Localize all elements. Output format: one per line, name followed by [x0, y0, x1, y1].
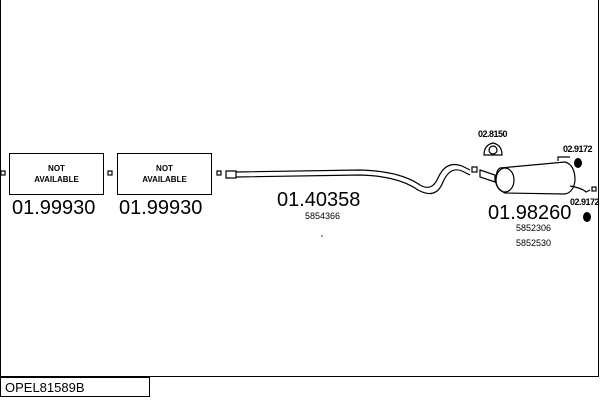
part-number-2[interactable]: 01.99930	[119, 197, 203, 219]
oem-ref: 5854366	[305, 211, 341, 221]
accessory-number[interactable]: 02.9172	[563, 144, 593, 154]
part-number-1[interactable]: 01.99930	[12, 197, 96, 219]
clamp-icon	[471, 166, 478, 173]
pipe-end-icon	[225, 170, 237, 179]
middle-pipe-lower	[235, 169, 471, 195]
rubber-ring-icon	[583, 212, 591, 222]
part-number-4[interactable]: 01.98260	[488, 202, 572, 224]
mount-rubber-icon	[483, 142, 503, 156]
tailpipe	[569, 185, 591, 193]
rubber-ring-icon	[574, 158, 582, 168]
muffler-end	[495, 167, 515, 193]
middle-pipe	[235, 163, 471, 188]
accessory-number[interactable]: 02.8150	[478, 129, 508, 139]
hanger-bracket	[557, 156, 570, 161]
accessory-number[interactable]: 02.9172	[570, 197, 600, 207]
diagram-frame	[0, 0, 599, 377]
connector-icon	[0, 170, 6, 176]
connector-icon	[107, 170, 113, 176]
rear-muffler	[495, 161, 576, 195]
rear-inlet	[479, 169, 496, 183]
oem-ref: 5852306	[516, 223, 552, 233]
part-number-3[interactable]: 01.40358	[277, 189, 361, 211]
oem-ref: 5852530	[516, 238, 552, 248]
connector-icon	[216, 170, 222, 176]
diagram-code: OPEL81589B	[0, 377, 150, 397]
